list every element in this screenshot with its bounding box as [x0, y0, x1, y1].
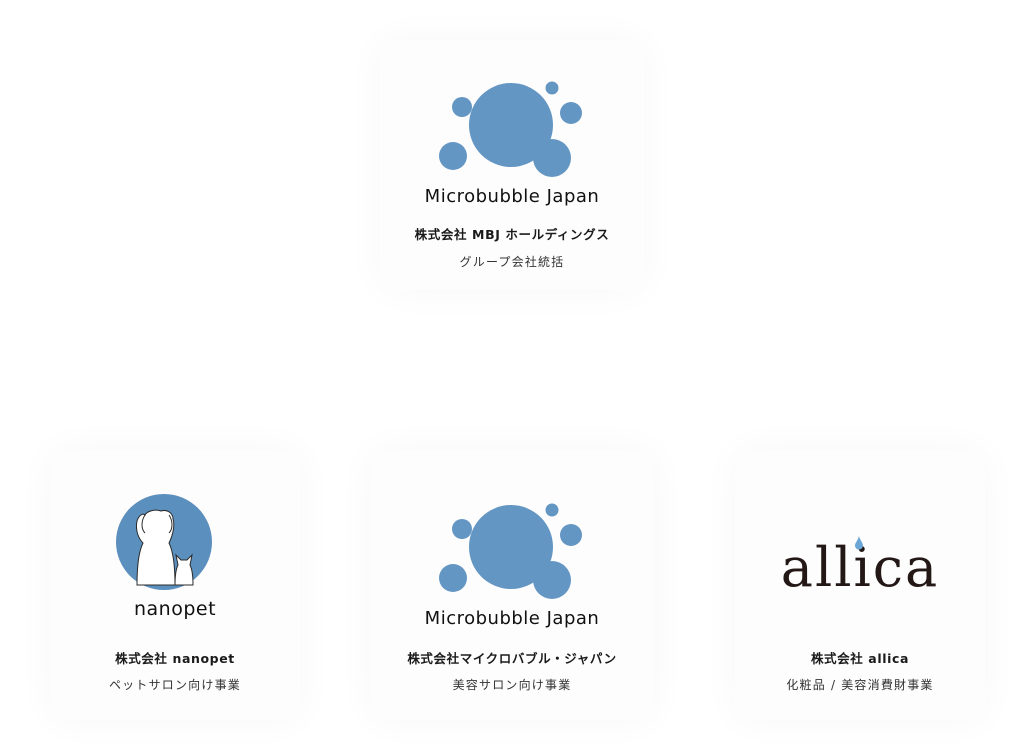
company-description: 美容サロン向け事業 — [452, 678, 572, 692]
brand-name: nanopet — [133, 598, 217, 620]
bubbles-icon — [439, 81, 582, 177]
bubbles-icon — [439, 503, 582, 599]
holdings-card: Microbubble Japan 株式会社 MBJ ホールディングス グループ… — [380, 40, 644, 290]
allica-card: allica 株式会社 allica 化粧品 / 美容消費財事業 — [735, 450, 985, 720]
company-name: 株式会社マイクロバブル・ジャパン — [407, 651, 617, 666]
company-description: グループ会社統括 — [459, 255, 565, 269]
dog-and-cat-icon — [116, 494, 212, 590]
microbubble-card: Microbubble Japan 株式会社マイクロバブル・ジャパン 美容サロン… — [370, 450, 654, 720]
company-description: ペットサロン向け事業 — [108, 678, 241, 692]
company-name: 株式会社 MBJ ホールディングス — [414, 227, 610, 242]
brand-name: Microbubble Japan — [424, 608, 600, 629]
company-name: 株式会社 allica — [810, 651, 910, 666]
water-drop-icon — [855, 536, 863, 550]
company-description: 化粧品 / 美容消費財事業 — [786, 678, 934, 692]
nanopet-card: nanopet 株式会社 nanopet ペットサロン向け事業 — [50, 450, 300, 720]
company-name: 株式会社 nanopet — [115, 651, 235, 666]
brand-name: Microbubble Japan — [424, 186, 600, 207]
